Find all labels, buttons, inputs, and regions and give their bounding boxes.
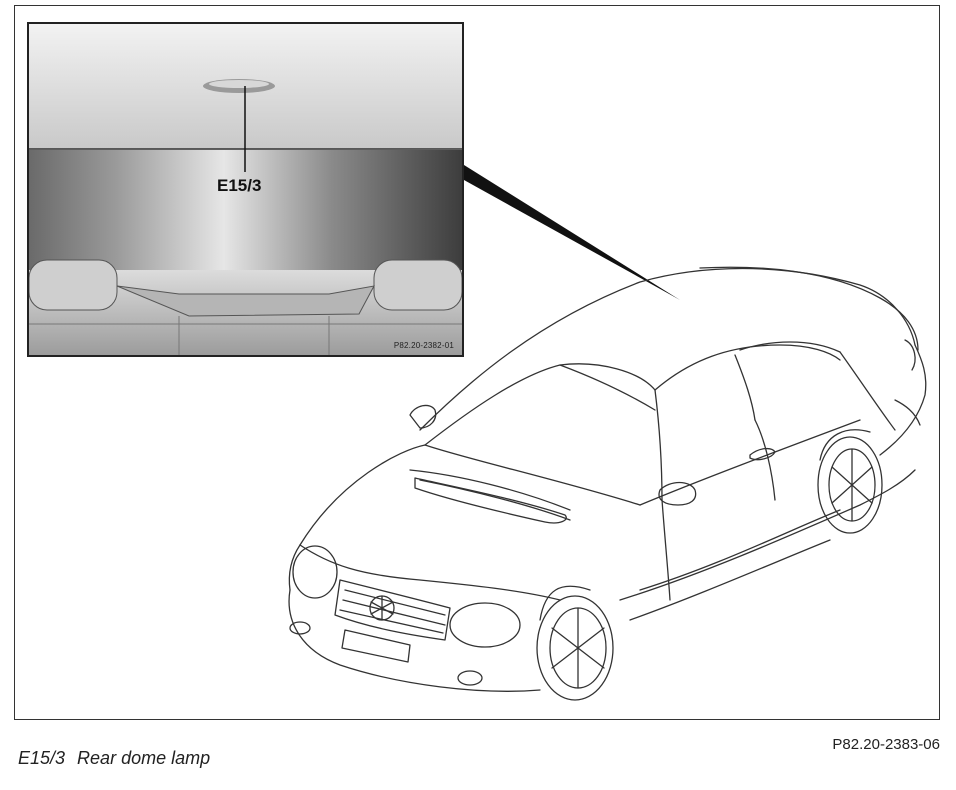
figure-caption: E15/3 Rear dome lamp (18, 748, 210, 769)
dome-lamp-photo (29, 24, 462, 355)
component-label: E15/3 (217, 176, 262, 195)
figure-id: P82.20-2383-06 (832, 736, 940, 753)
figure-frame (14, 5, 940, 720)
detail-inset: E15/3 P82.20-2382-01 (27, 22, 464, 357)
inset-image-ref: P82.20-2382-01 (393, 341, 454, 350)
caption-code: E15/3 (18, 748, 66, 768)
caption-row: E15/3 Rear dome lamp P82.20-2383-06 (14, 736, 940, 776)
leader-wedge (464, 165, 680, 300)
caption-description: Rear dome lamp (77, 748, 211, 768)
